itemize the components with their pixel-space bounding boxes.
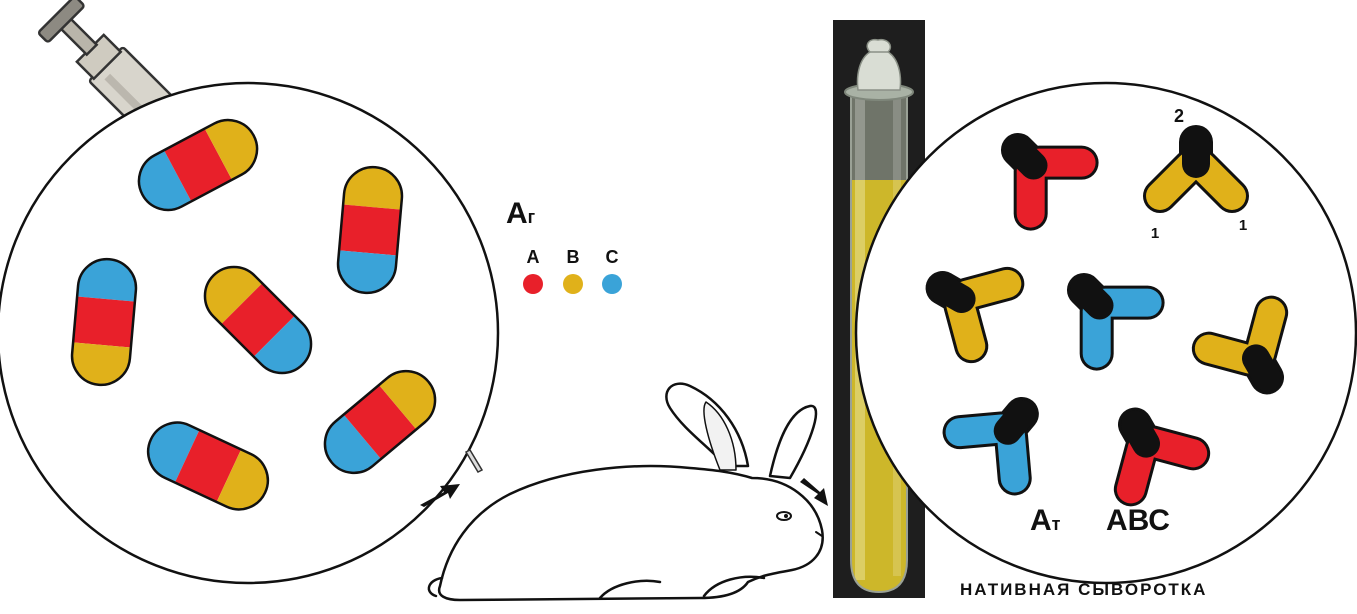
legend-dot-blue bbox=[602, 274, 622, 294]
serum-caption: НАТИВНАЯ СЫВОРОТКА bbox=[960, 580, 1207, 599]
antigen-label: Аг bbox=[506, 197, 536, 230]
legend-dot-yellow bbox=[563, 274, 583, 294]
legend-dot-red bbox=[523, 274, 543, 294]
antigen-capsule bbox=[336, 165, 405, 296]
legend-letter-a: А bbox=[527, 247, 540, 267]
antigen-legend: А В С bbox=[523, 247, 622, 294]
needle-icon bbox=[466, 450, 482, 472]
rabbit-icon bbox=[429, 384, 823, 600]
antibody-specificity: АВС bbox=[1106, 504, 1170, 537]
legend-letter-b: В bbox=[567, 247, 580, 267]
binding-site-label-left: 1 bbox=[1151, 225, 1159, 242]
antigen-capsule bbox=[70, 257, 139, 388]
binding-site-label-right: 1 bbox=[1239, 217, 1247, 234]
legend-letter-c: С bbox=[606, 247, 619, 267]
binding-site-label-top: 2 bbox=[1174, 106, 1184, 126]
